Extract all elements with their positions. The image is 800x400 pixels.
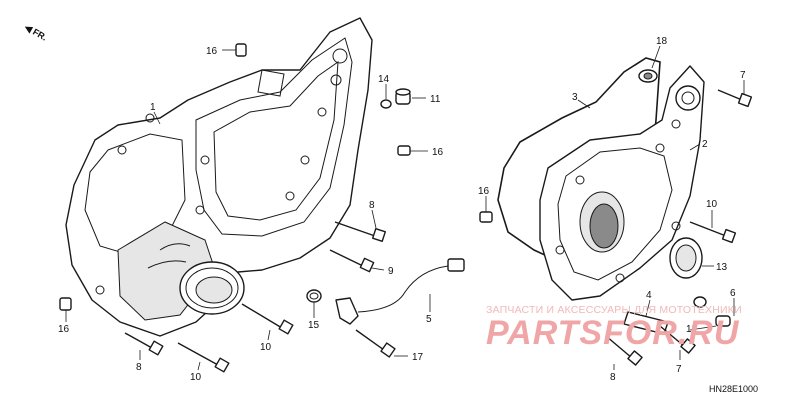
- oil-seal-13: [669, 237, 703, 279]
- callout-label: 8: [610, 372, 616, 383]
- callout-label: 4: [646, 290, 652, 301]
- o-ring-15: [306, 289, 322, 303]
- speed-sensor-5: [335, 258, 465, 325]
- callout-label: 10: [260, 342, 272, 353]
- final-drive-cover-2: [539, 65, 705, 301]
- callout-label: 13: [716, 262, 728, 273]
- callout-label: 8: [136, 362, 142, 373]
- watermark-tagline: ЗАПЧАСТИ И АКСЕССУАРЫ ДЛЯ МОТОТЕХНИКИ: [486, 304, 742, 316]
- bolt-8-a: [334, 221, 387, 243]
- bolt-10-a: [241, 303, 294, 335]
- bolt-10-c: [689, 221, 737, 244]
- dowel-pin-top: [235, 43, 247, 57]
- diagram-reference-code: HN28E1000: [708, 384, 758, 394]
- washer-6: [693, 296, 707, 308]
- bolt-7-b: [659, 325, 696, 354]
- plate-4: [623, 311, 669, 335]
- callout-label: 2: [702, 139, 708, 150]
- callout-label: 9: [388, 266, 394, 277]
- callout-label: 12: [686, 324, 698, 335]
- watermark-logo: PARTSFOR.RU: [486, 314, 740, 352]
- callout-label: 3: [572, 92, 578, 103]
- bolt-9: [329, 249, 375, 273]
- o-ring-14: [380, 99, 392, 109]
- callout-label: 11: [430, 94, 441, 105]
- callout-label: 10: [706, 199, 718, 210]
- drive-shaft-housing: [117, 221, 245, 321]
- callout-label: 16: [58, 324, 70, 335]
- callout-label: 8: [369, 200, 375, 211]
- collar-12: [715, 315, 731, 327]
- callout-labels: 16 1 14 11 16 8 9 15 5 17 10 16 8 10 18 …: [58, 36, 746, 383]
- callout-label: 10: [190, 372, 202, 383]
- bolt-17: [355, 329, 396, 358]
- callout-label: 16: [478, 186, 490, 197]
- dowel-pin-right-16: [479, 211, 493, 223]
- callout-label: 5: [426, 314, 432, 325]
- callout-label: 16: [206, 46, 218, 57]
- callout-label: 16: [432, 147, 444, 158]
- breather-tube-18: [638, 69, 658, 83]
- leader-lines: [65, 45, 745, 371]
- callout-label: 18: [656, 36, 668, 47]
- callout-label: 7: [676, 364, 682, 375]
- dowel-pin-lower: [59, 297, 72, 311]
- bolt-10-b: [177, 342, 230, 373]
- callout-label: 7: [740, 70, 746, 81]
- callout-label: 17: [412, 352, 424, 363]
- dowel-pin-right: [397, 145, 411, 156]
- callout-label: 1: [150, 102, 156, 113]
- bolt-8-b: [124, 332, 164, 356]
- callout-label: 15: [308, 320, 320, 331]
- bolt-7-a: [717, 89, 753, 108]
- seal-cap: [395, 88, 411, 105]
- callout-label: 6: [730, 288, 736, 299]
- bolt-8-c: [605, 335, 643, 366]
- callout-label: 14: [378, 74, 390, 85]
- watermark: ЗАПЧАСТИ И АКСЕССУАРЫ ДЛЯ МОТОТЕХНИКИ PA…: [486, 304, 786, 353]
